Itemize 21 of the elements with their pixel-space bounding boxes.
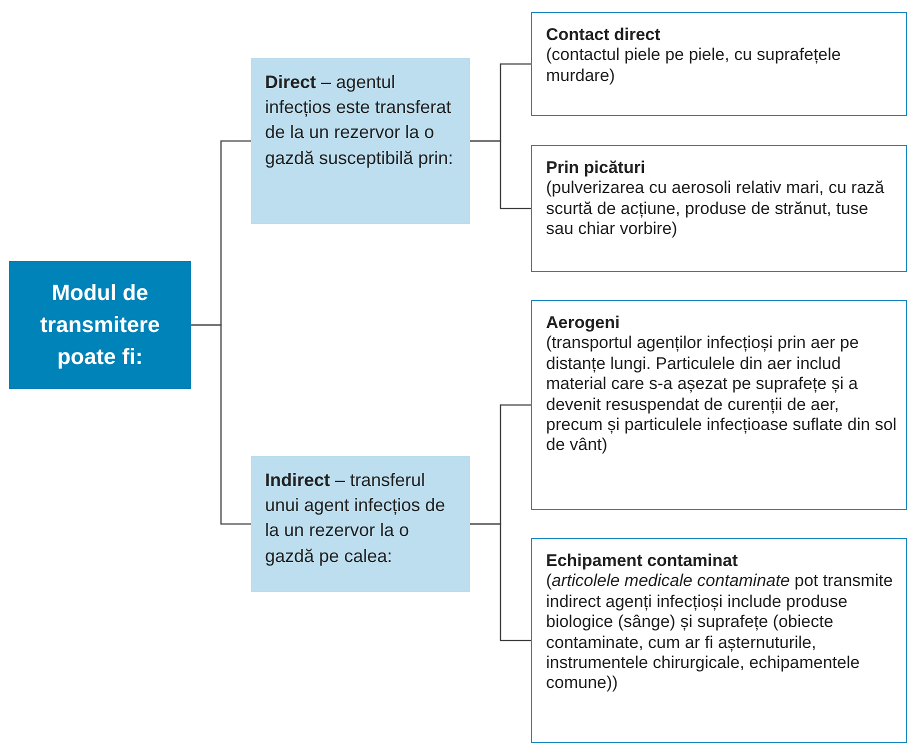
connector-line bbox=[191, 324, 251, 525]
description-box bbox=[531, 538, 907, 743]
description-text: (articolele medicale contaminate pot transmite indirect agenți infecțioși include produse biologice (sânge) și suprafețe (obiecte contaminate, cum ar fi așternuturile, instrumentele chirurgicale, echipamentele comune)) bbox=[546, 571, 894, 694]
description-text: (pulverizarea cu aerosoli relativ mari, cu rază scurtă de acțiune, produse de strănut, tuse sau chiar vorbire) bbox=[546, 178, 886, 240]
heading: Contact direct bbox=[546, 25, 662, 46]
topic-text: Modul de transmitere poate fi: bbox=[39, 279, 161, 371]
heading: Echipament contaminat bbox=[546, 551, 739, 572]
description-text: Indirect – transferul unui agent infecțios de la un rezervor la o gazdă pe calea: bbox=[265, 469, 446, 568]
description-box bbox=[531, 300, 907, 510]
description-text: (transportul agenților infecțioși prin aer pe distanțe lungi. Particulele din aer includ material care s-a așezat pe suprafețe și a devenit resuspendat de curenții de aer, precum și particulele infecțioase suflate din sol de vânt) bbox=[546, 333, 898, 456]
description-text: Direct – agentul infecțios este transferat de la un rezervor la o gazdă susceptibilă prin: bbox=[265, 71, 454, 170]
description-box bbox=[531, 145, 907, 272]
description-text: (contactul piele pe piele, cu suprafețele murdare) bbox=[546, 45, 842, 86]
topic-box bbox=[9, 261, 191, 389]
category-box bbox=[251, 456, 470, 592]
description-box bbox=[531, 12, 907, 116]
category-box bbox=[251, 58, 470, 224]
connector-line bbox=[470, 140, 531, 210]
heading: Aerogeni bbox=[546, 313, 621, 334]
heading: Prin picături bbox=[546, 158, 646, 178]
connector-line bbox=[470, 523, 531, 642]
